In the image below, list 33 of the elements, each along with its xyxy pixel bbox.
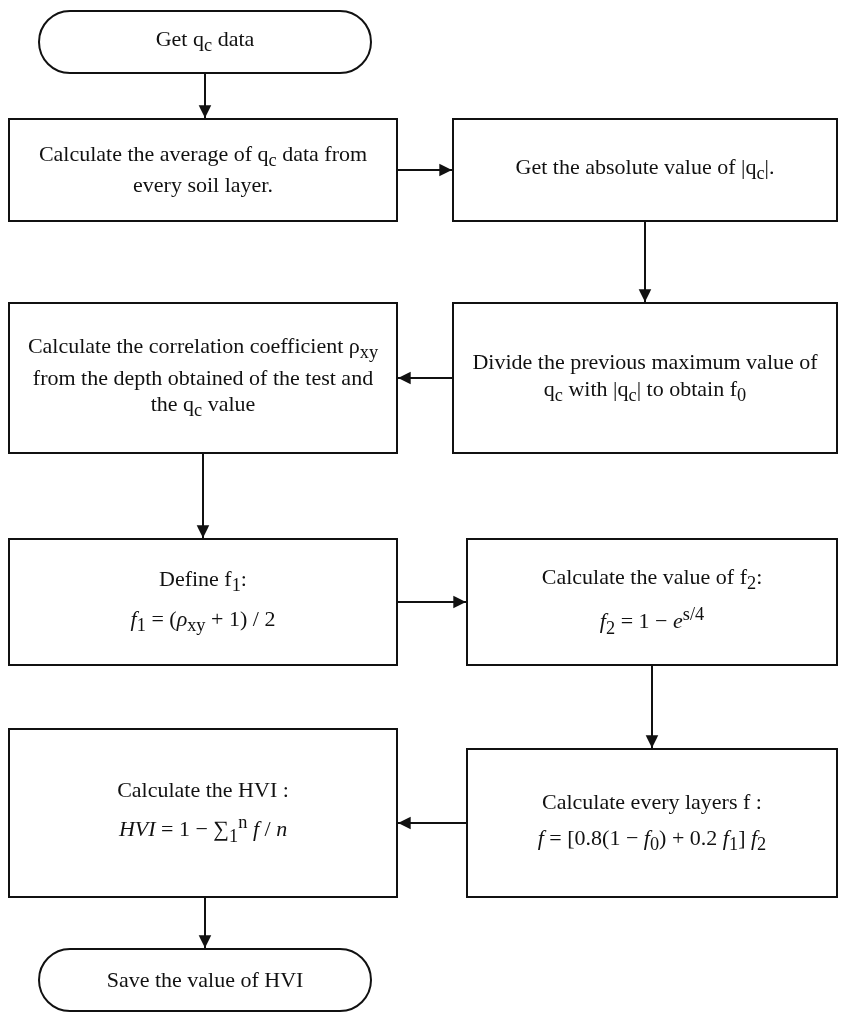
arrow [397, 595, 467, 609]
arrow [397, 816, 467, 830]
step-label: Calculate the average of q$_{c}$ data from every soil layer. [37, 141, 369, 199]
arrow [198, 73, 212, 119]
formula: f$_{2}$ = 1 − e$^{s/4}$ [599, 602, 705, 640]
step-label: Get q$_{c}$ data [155, 26, 255, 58]
process-box [8, 302, 398, 454]
arrow [196, 453, 210, 539]
formula: f = [0.8(1 − f$_{0}$) + 0.2 f$_{1}$] f$_{2}$ [537, 823, 767, 856]
step-label: Get the absolute value of |q$_{c}$|. [515, 154, 775, 186]
terminal-box [38, 948, 372, 1012]
step-label: Calculate every layers f : [542, 789, 762, 816]
formula: f$_{1}$ = (ρ$_{xy}$ + 1) / 2 [130, 605, 276, 638]
process-box [466, 538, 838, 666]
arrow [397, 163, 453, 177]
terminal-box [38, 10, 372, 74]
step-label: Calculate the value of f$_{2}$: [541, 563, 763, 595]
process-box [452, 302, 838, 454]
formula: HVI = 1 − ∑$_{1}$$^{n}$ f / n [118, 811, 288, 849]
step-label: Divide the previous maximum value of q$_{c}$ with |q$_{c}$| to obtain f$_{0}$ [471, 349, 819, 407]
process-box [8, 728, 398, 898]
process-box [8, 538, 398, 666]
step-label: Calculate the HVI : [117, 777, 289, 804]
arrow [397, 371, 453, 385]
arrow [638, 221, 652, 303]
process-box [466, 748, 838, 898]
arrow [645, 665, 659, 749]
step-label: Define f$_{1}$: [159, 565, 247, 598]
step-label: Save the value of HVI [106, 966, 304, 994]
process-box [8, 118, 398, 222]
arrow [198, 897, 212, 949]
step-label: Calculate the correlation coefficient ρ$_{xy}$ from the depth obtained of the test and the q$_{c}$ value [26, 333, 380, 423]
process-box [452, 118, 838, 222]
